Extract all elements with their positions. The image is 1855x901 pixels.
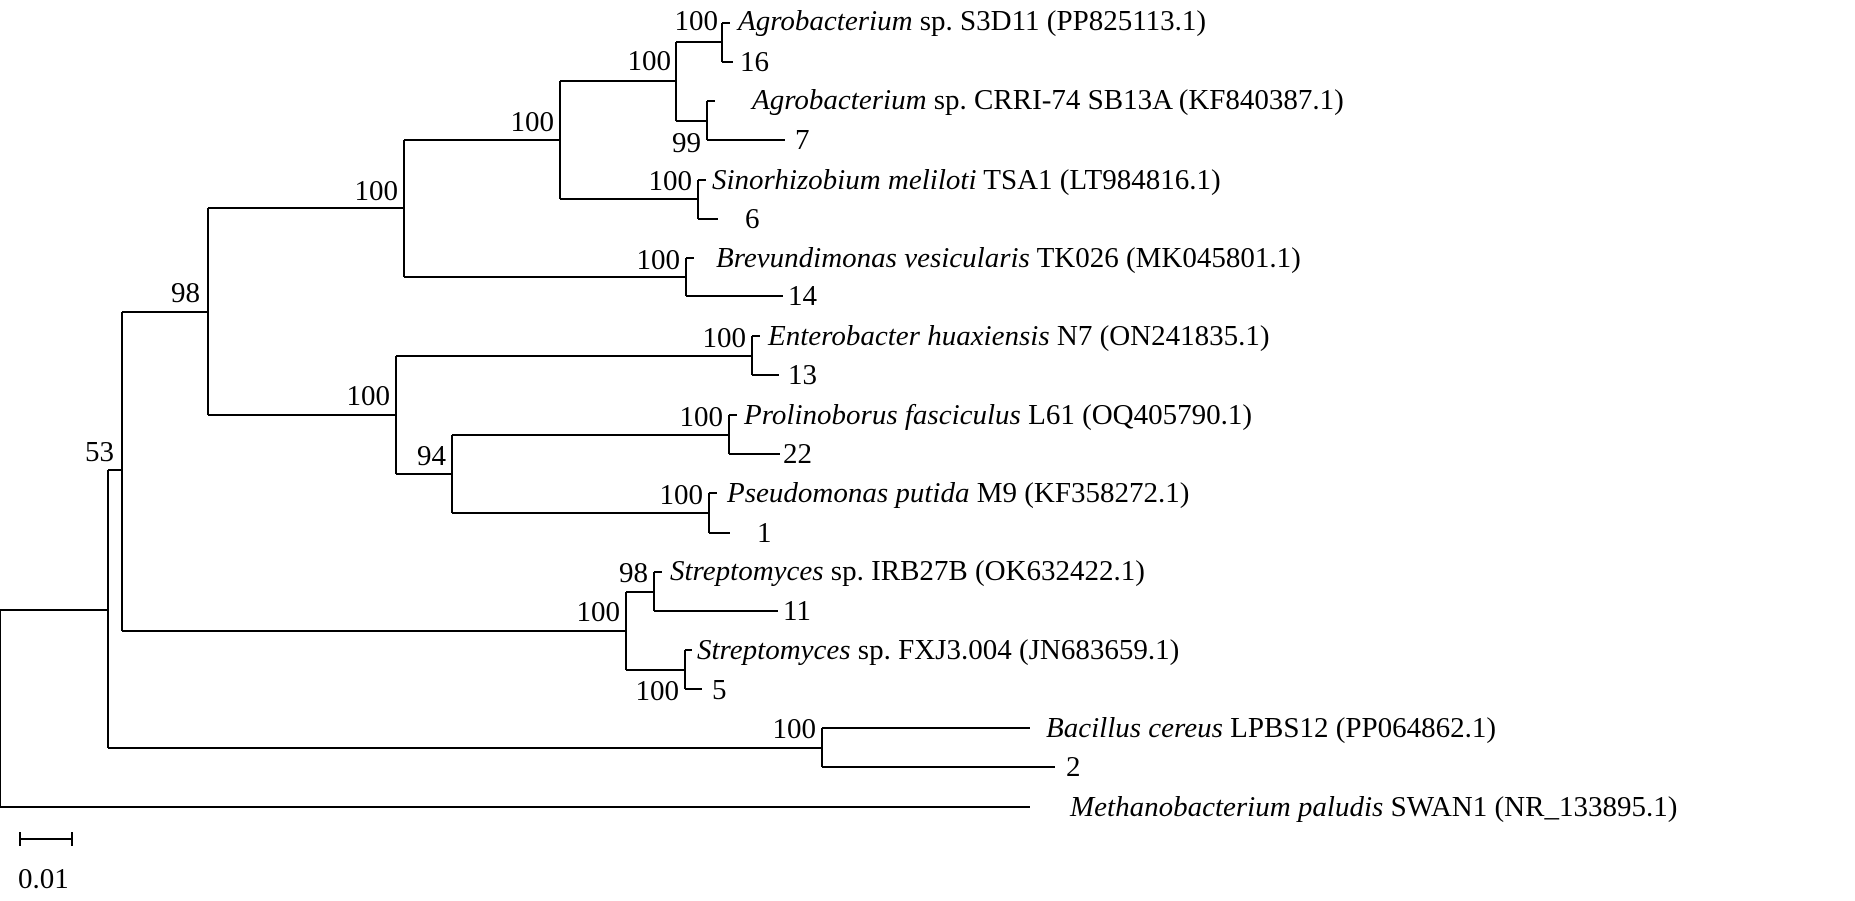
bootstrap-value: 94 xyxy=(417,440,447,472)
bootstrap-value: 53 xyxy=(85,436,114,468)
bootstrap-value: 100 xyxy=(675,5,719,37)
bootstrap-value: 100 xyxy=(680,401,724,433)
tip-label: 22 xyxy=(783,438,812,470)
bootstrap-value: 99 xyxy=(672,127,701,159)
bootstrap-value: 100 xyxy=(637,244,681,276)
tip-label: 11 xyxy=(783,595,811,627)
bootstrap-value: 100 xyxy=(773,713,817,745)
bootstrap-value: 100 xyxy=(355,175,399,207)
bootstrap-value: 100 xyxy=(636,675,680,707)
tip-label: Bacillus cereus LPBS12 (PP064862.1) xyxy=(1046,712,1496,744)
bootstrap-value: 98 xyxy=(171,277,200,309)
tip-label: 1 xyxy=(757,517,772,549)
tip-label: 16 xyxy=(740,46,769,78)
tip-label: Sinorhizobium meliloti TSA1 (LT984816.1) xyxy=(712,164,1221,196)
scale-bar: 0.01 xyxy=(18,832,73,895)
bootstrap-value: 100 xyxy=(628,45,672,77)
scale-bar-label: 0.01 xyxy=(18,863,69,895)
bootstrap-value: 98 xyxy=(619,557,648,589)
tip-label: 5 xyxy=(712,674,727,706)
bootstrap-value: 100 xyxy=(649,165,693,197)
bootstrap-values: 100 100 99 100 100 100 100 98 100 100 94… xyxy=(85,5,816,745)
tip-label: 7 xyxy=(795,124,810,156)
tip-label: 13 xyxy=(788,359,817,391)
bootstrap-value: 100 xyxy=(703,322,747,354)
bootstrap-value: 100 xyxy=(347,380,391,412)
tip-label: Pseudomonas putida M9 (KF358272.1) xyxy=(726,477,1189,509)
bootstrap-value: 100 xyxy=(660,479,704,511)
tip-labels: Agrobacterium sp. S3D11 (PP825113.1) 16 … xyxy=(670,5,1677,823)
tip-label: Streptomyces sp. IRB27B (OK632422.1) xyxy=(670,555,1145,587)
bootstrap-value: 100 xyxy=(511,106,555,138)
tip-label: Brevundimonas vesicularis TK026 (MK04580… xyxy=(716,242,1301,274)
bootstrap-value: 100 xyxy=(577,596,621,628)
tip-label: Prolinoborus fasciculus L61 (OQ405790.1) xyxy=(743,399,1252,431)
tree-branches xyxy=(0,22,1055,808)
tip-label: Methanobacterium paludis SWAN1 (NR_13389… xyxy=(1069,791,1677,823)
tip-label: Enterobacter huaxiensis N7 (ON241835.1) xyxy=(767,320,1270,352)
tip-label: Agrobacterium sp. S3D11 (PP825113.1) xyxy=(736,5,1206,37)
tip-label: Agrobacterium sp. CRRI-74 SB13A (KF84038… xyxy=(750,84,1344,116)
tip-label: 14 xyxy=(788,280,818,312)
tip-label: 2 xyxy=(1066,751,1081,783)
tip-label: Streptomyces sp. FXJ3.004 (JN683659.1) xyxy=(697,634,1179,666)
tip-label: 6 xyxy=(745,203,760,235)
